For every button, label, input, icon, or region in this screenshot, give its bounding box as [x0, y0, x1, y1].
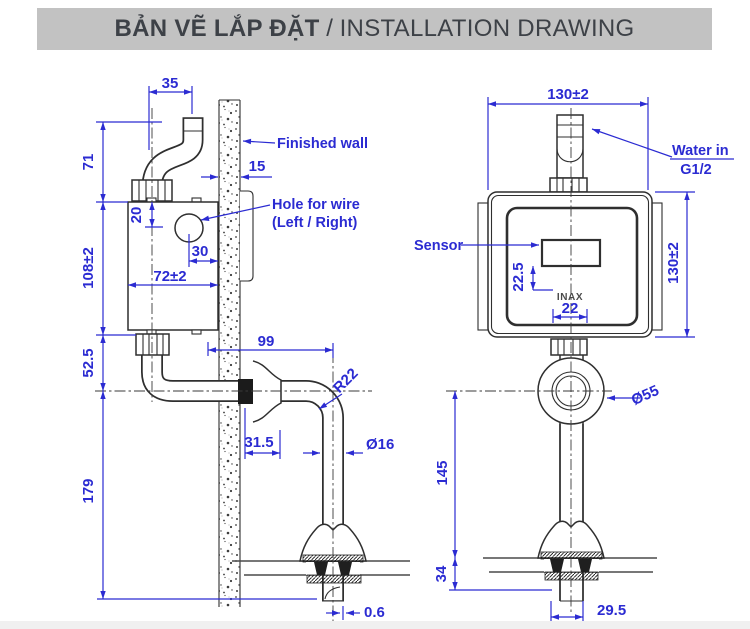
- valve-body-side: [127, 197, 219, 335]
- page-title-bar: BẢN VẼ LẮP ĐẶT / INSTALLATION DRAWING: [37, 8, 712, 50]
- dim-o16: Ø16: [366, 436, 394, 453]
- dim-108: 108±2: [80, 247, 97, 289]
- spud-seal-right: [338, 562, 352, 575]
- dim-99: 99: [258, 333, 275, 350]
- page-title-english: INSTALLATION DRAWING: [339, 15, 635, 42]
- dim-225: 22.5: [510, 262, 527, 291]
- sensor-label: Sensor: [414, 238, 464, 254]
- side-view: 35 71 108±2 52.5 179 15 Fi: [80, 75, 410, 622]
- dim-130-height: 130±2: [665, 242, 682, 284]
- inlet-elbow-pipe: [141, 117, 204, 189]
- spud-locknut-hatch-front: [544, 571, 599, 581]
- fixture-ceramic-front: [483, 520, 657, 602]
- inlet-nut: [549, 177, 588, 193]
- dim-22: 22: [562, 300, 579, 317]
- dim-31: 31.5: [244, 434, 273, 451]
- thread-label: G1/2: [680, 162, 711, 178]
- dim-r22: R22: [330, 365, 361, 396]
- dim-20: 20: [128, 207, 145, 224]
- wall-back-plate: [240, 190, 254, 282]
- front-view-dimensions: 130±2 Water in G1/2 Sensor 22.5 22: [414, 86, 734, 622]
- dim-15: 15: [249, 158, 266, 175]
- dim-30: 30: [192, 243, 209, 260]
- wall-escutcheon: [252, 360, 282, 423]
- water-inlet-pipe: [556, 114, 584, 179]
- wall-section: [218, 99, 241, 607]
- dim-71: 71: [80, 154, 97, 171]
- dim-295: 29.5: [597, 602, 626, 619]
- dim-52: 52.5: [80, 348, 97, 377]
- spud-seal-left: [314, 562, 328, 575]
- title-separator: /: [319, 15, 340, 42]
- spud-seal-right-front: [578, 559, 592, 572]
- hole-for-wire-label: Hole for wire: [272, 197, 360, 213]
- valve-body-front: INAX: [487, 191, 653, 338]
- brand-logo: INAX: [557, 292, 583, 303]
- dim-06: 0.6: [364, 604, 385, 621]
- mount-tab-left: [477, 202, 489, 331]
- dim-34: 34: [433, 565, 450, 582]
- water-in-label: Water in: [672, 143, 729, 159]
- page-title-vietnamese: BẢN VẼ LẮP ĐẶT: [114, 15, 320, 42]
- spud-flange-hatch-front: [540, 551, 603, 560]
- page-bottom-strip: [0, 621, 750, 629]
- dim-o55: Ø55: [629, 382, 662, 409]
- outlet-nut: [550, 338, 588, 356]
- front-view: INAX: [414, 86, 734, 622]
- mount-tab-right: [651, 202, 663, 331]
- dim-72: 72±2: [153, 268, 186, 285]
- bottom-coupling-nut: [135, 333, 170, 356]
- dim-179: 179: [80, 478, 97, 503]
- spud-seal-left-front: [550, 559, 564, 572]
- dim-145: 145: [434, 460, 451, 485]
- hole-side-label: (Left / Right): [272, 215, 358, 231]
- fixture-ceramic-side: [232, 523, 410, 602]
- spud-locknut-hatch: [306, 574, 362, 584]
- dim-130-width: 130±2: [547, 86, 589, 103]
- finished-wall-label: Finished wall: [277, 136, 368, 152]
- wall-seal: [238, 379, 253, 404]
- dim-35: 35: [162, 75, 179, 92]
